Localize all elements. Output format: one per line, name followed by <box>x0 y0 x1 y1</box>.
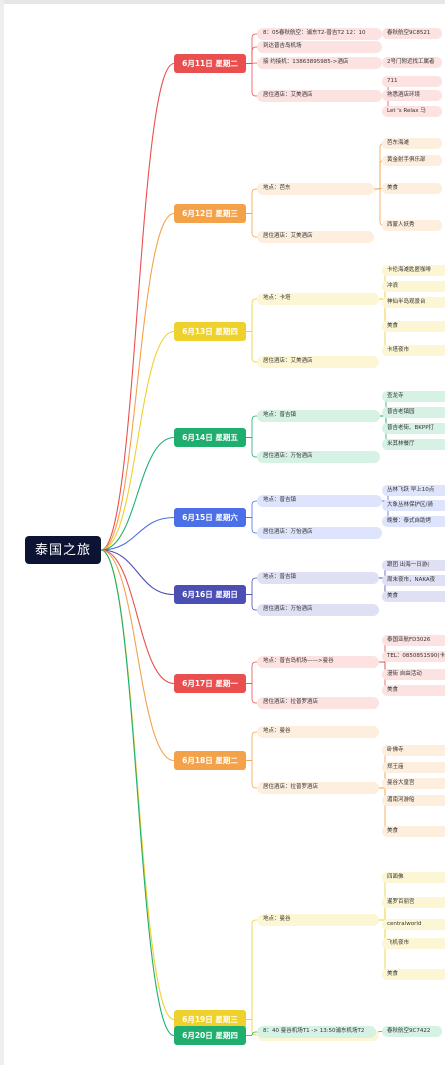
subtopic-node[interactable]: 冲浪 <box>382 281 445 292</box>
topic-node[interactable]: 居住酒店：艾美酒店 <box>257 356 379 368</box>
subtopic-node[interactable]: 普吉老街、BKPP打 <box>382 423 445 434</box>
topic-node[interactable]: 居住酒店：拉普罗酒店 <box>257 697 379 709</box>
subtopic-node[interactable]: 美食 <box>382 591 445 602</box>
subtopic-node[interactable]: 跟团 出海一日游( <box>382 560 445 571</box>
subtopic-node[interactable]: 卡伦海滩匙匿咖啡 <box>382 265 445 276</box>
topic-node[interactable]: 接 约接机：13863895985->酒店 <box>257 57 382 69</box>
subtopic-node[interactable]: 四面佛 <box>382 872 445 883</box>
subtopic-node[interactable]: 丛林飞跃 早上10点 <box>382 485 445 496</box>
day-node[interactable]: 6月19日 星期三 <box>174 1010 246 1029</box>
topic-node[interactable]: 地点：曼谷 <box>257 726 379 738</box>
day-node[interactable]: 6月15日 星期六 <box>174 508 246 527</box>
subtopic-node[interactable]: 晚餐：泰式自助烤 <box>382 516 445 527</box>
subtopic-node[interactable]: 芭东海滩 <box>382 138 442 149</box>
subtopic-node[interactable]: 美食 <box>382 969 445 980</box>
subtopic-node[interactable]: 曼谷大皇宫 <box>382 778 445 789</box>
subtopic-node[interactable]: 卡塔夜市 <box>382 345 445 356</box>
subtopic-node[interactable]: 米其林餐厅 <box>382 439 445 450</box>
topic-node[interactable]: 地点：芭东 <box>257 183 374 195</box>
subtopic-node[interactable]: 普吉老镇园 <box>382 407 445 418</box>
subtopic-node[interactable]: 泰国亚航FD3026 <box>382 635 445 646</box>
day-node[interactable]: 6月14日 星期五 <box>174 428 246 447</box>
subtopic-node[interactable]: 2号门附近找工属者 <box>382 57 442 68</box>
topic-node[interactable]: 8：05春秋航空：浦东T2-普吉T2 12：10 <box>257 28 382 40</box>
subtopic-node[interactable]: 美食 <box>382 321 445 332</box>
day-node[interactable]: 6月13日 星期四 <box>174 322 246 341</box>
day-node[interactable]: 6月17日 星期一 <box>174 674 246 693</box>
left-edge <box>0 0 4 1065</box>
subtopic-node[interactable]: 春秋航空9C7422 <box>382 1026 442 1037</box>
subtopic-node[interactable]: 大象丛林保护区/骑 <box>382 500 445 511</box>
topic-node[interactable]: 地点：卡塔 <box>257 293 379 305</box>
topic-node[interactable]: 到达普吉岛机场 <box>257 41 382 53</box>
topic-node[interactable]: 居住酒店：拉普罗酒店 <box>257 782 379 794</box>
subtopic-node[interactable]: TEL：0850851590(卡 <box>382 651 445 662</box>
day-node[interactable]: 6月20日 星期四 <box>174 1026 246 1045</box>
subtopic-node[interactable]: 周末夜市，NAKA夜 <box>382 575 445 586</box>
subtopic-node[interactable]: centralworld <box>382 919 445 930</box>
subtopic-node[interactable]: 西蒙人妖秀 <box>382 220 442 231</box>
topic-node[interactable]: 8：40 曼谷机场T1 -> 13:50浦东机场T2 <box>257 1026 376 1038</box>
day-node[interactable]: 6月12日 星期三 <box>174 204 246 223</box>
topic-node[interactable]: 居住酒店：艾美酒店 <box>257 231 374 243</box>
subtopic-node[interactable]: 漫街 自由活动 <box>382 669 445 680</box>
subtopic-node[interactable]: 郑王庙 <box>382 762 445 773</box>
subtopic-node[interactable]: 春秋航空9C8521 <box>382 28 442 39</box>
topic-node[interactable]: 地点：普吉镇 <box>257 410 380 422</box>
subtopic-node[interactable]: 湄南河游船 <box>382 795 445 806</box>
topic-node[interactable]: 居住酒店：万怡酒店 <box>257 527 382 539</box>
subtopic-node[interactable]: 美食 <box>382 826 445 837</box>
topic-node[interactable]: 地点：普吉岛机场——>曼谷 <box>257 656 379 668</box>
subtopic-node[interactable]: 飞机夜市 <box>382 938 445 949</box>
subtopic-node[interactable]: 熟悉酒店环境 <box>382 90 442 101</box>
subtopic-node[interactable]: 暹罗百丽宫 <box>382 897 445 908</box>
subtopic-node[interactable]: 美食 <box>382 183 442 194</box>
topic-node[interactable]: 地点：普吉镇 <box>257 572 379 584</box>
root-node[interactable]: 泰国之旅 <box>25 536 101 564</box>
topic-node[interactable]: 居住酒店：艾美酒店 <box>257 90 382 102</box>
day-node[interactable]: 6月16日 星期日 <box>174 585 246 604</box>
day-node[interactable]: 6月18日 星期二 <box>174 751 246 770</box>
topic-node[interactable]: 居住酒店：万怡酒店 <box>257 451 380 463</box>
subtopic-node[interactable]: 查龙寺 <box>382 391 445 402</box>
top-edge <box>0 0 445 4</box>
subtopic-node[interactable]: 黄金射手俱乐部 <box>382 155 442 166</box>
subtopic-node[interactable]: 711 <box>382 76 442 87</box>
topic-node[interactable]: 地点：普吉镇 <box>257 495 382 507</box>
day-node[interactable]: 6月11日 星期二 <box>174 54 246 73</box>
topic-node[interactable]: 居住酒店：万怡酒店 <box>257 604 379 616</box>
subtopic-node[interactable]: 卧佛寺 <box>382 745 445 756</box>
subtopic-node[interactable]: 神仙半岛观景台 <box>382 297 445 308</box>
topic-node[interactable]: 地点：曼谷 <box>257 914 379 926</box>
subtopic-node[interactable]: 美食 <box>382 685 445 696</box>
subtopic-node[interactable]: Let 's Relax 马 <box>382 106 442 117</box>
